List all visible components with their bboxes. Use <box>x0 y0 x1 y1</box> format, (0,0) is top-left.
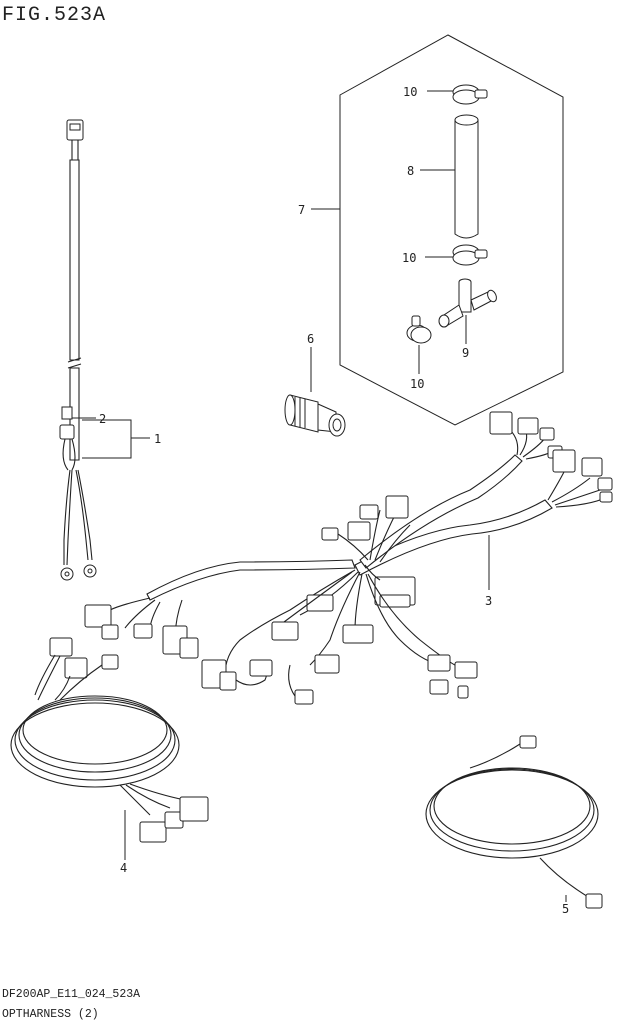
callout-10-bottom: 10 <box>410 377 424 391</box>
callout-5: 5 <box>562 902 569 916</box>
callout-6: 6 <box>307 332 314 346</box>
hose: 8 <box>407 114 479 239</box>
figure-title: FIG.523A <box>2 4 107 27</box>
hose-clip-bottom: 10 <box>406 315 432 391</box>
callout-1: 1 <box>154 432 161 446</box>
callout-4: 4 <box>120 861 127 875</box>
grommet: 6 <box>284 332 346 437</box>
callout-9: 9 <box>462 346 469 360</box>
hose-kit-outline: 7 <box>298 34 564 426</box>
drawing-code: DF200AP_E11_024_523A <box>2 988 141 1001</box>
hose-clip-middle: 10 <box>402 244 488 266</box>
callout-8: 8 <box>407 164 414 178</box>
callout-2-leader: 2 <box>72 412 106 426</box>
callout-10-top: 10 <box>403 85 417 99</box>
main-option-harness: 3 <box>84 411 613 705</box>
callout-7: 7 <box>298 203 305 217</box>
extension-harness: 4 <box>10 637 209 875</box>
hose-clip-top: 10 <box>403 84 488 105</box>
signal-cable: 5 <box>425 735 603 916</box>
figure-caption: OPTHARNESS (2) <box>2 1008 99 1021</box>
callout-10-mid: 10 <box>402 251 416 265</box>
callout-3: 3 <box>485 594 492 608</box>
callout-1-leader: 1 <box>82 419 161 459</box>
battery-cable-harness <box>59 119 97 581</box>
callout-2: 2 <box>99 412 106 426</box>
t-joint: 9 <box>438 278 497 360</box>
